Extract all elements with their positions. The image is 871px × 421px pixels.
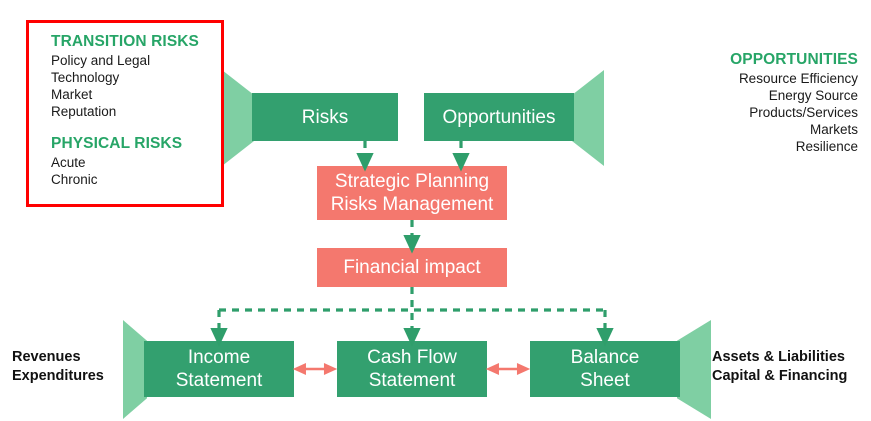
transition-risks-heading: TRANSITION RISKS <box>51 33 199 50</box>
node-financial-impact[interactable]: Financial impact <box>317 248 507 287</box>
caption-revenues-expenditures: Revenues Expenditures <box>12 348 104 386</box>
panel-spacer <box>51 120 217 134</box>
risks-panel-content: TRANSITION RISKS Policy and Legal Techno… <box>51 32 217 188</box>
opportunity-item-resilience: Resilience <box>795 139 858 154</box>
node-risks-label: Risks <box>301 106 349 128</box>
node-income-statement-line2: Statement <box>175 370 263 391</box>
node-opportunities[interactable]: Opportunities <box>424 93 574 141</box>
opportunity-item-resource-efficiency: Resource Efficiency <box>738 71 858 86</box>
transition-physical-risks-panel: TRANSITION RISKS Policy and Legal Techno… <box>26 20 224 207</box>
physical-risk-item-chronic: Chronic <box>51 172 98 187</box>
node-strategic-planning-line1: Strategic Planning <box>334 171 490 192</box>
physical-risks-heading: PHYSICAL RISKS <box>51 135 183 152</box>
transition-risk-item-policy: Policy and Legal <box>51 53 151 68</box>
node-balance-sheet-line2: Sheet <box>580 370 630 391</box>
opportunities-heading: OPPORTUNITIES <box>730 51 858 68</box>
transition-risk-item-technology: Technology <box>51 70 120 85</box>
caption-right-line1: Assets & Liabilities <box>712 349 845 365</box>
caption-assets-liabilities: Assets & Liabilities Capital & Financing <box>712 348 847 386</box>
node-risks[interactable]: Risks <box>252 93 398 141</box>
node-opportunities-label: Opportunities <box>442 106 556 128</box>
opportunity-item-products-services: Products/Services <box>749 105 858 120</box>
caption-right-line2: Capital & Financing <box>712 368 848 384</box>
caption-left-line2: Expenditures <box>12 368 104 384</box>
physical-risk-item-acute: Acute <box>51 155 86 170</box>
opportunities-panel: OPPORTUNITIES Resource Efficiency Energy… <box>612 50 858 155</box>
opportunity-item-energy-source: Energy Source <box>768 88 858 103</box>
node-balance-sheet-line1: Balance <box>570 347 640 368</box>
node-cash-flow-statement-line2: Statement <box>368 370 456 391</box>
caption-left-line1: Revenues <box>12 349 81 365</box>
transition-risk-item-reputation: Reputation <box>51 104 117 119</box>
node-cash-flow-statement-line1: Cash Flow <box>367 347 457 368</box>
opportunity-item-markets: Markets <box>809 122 858 137</box>
node-income-statement-line1: Income <box>187 347 251 368</box>
node-financial-impact-label: Financial impact <box>343 257 481 278</box>
node-strategic-planning-line2: Risks Management <box>330 194 494 215</box>
transition-risk-item-market: Market <box>51 87 93 102</box>
